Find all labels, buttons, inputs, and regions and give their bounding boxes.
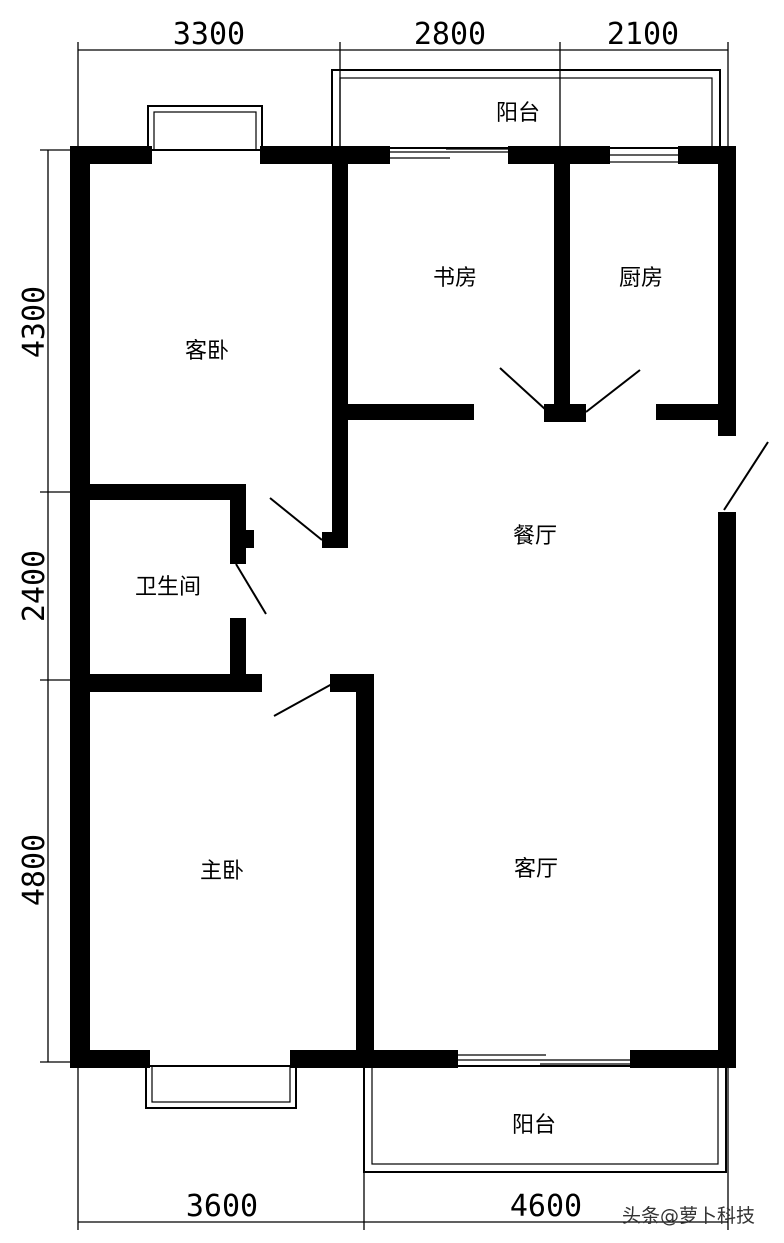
watermark: 头条@萝卜科技 bbox=[622, 1205, 756, 1227]
dim-bottom-1: 3600 bbox=[186, 1189, 258, 1224]
door-study bbox=[499, 367, 547, 411]
dim-top-1: 3300 bbox=[173, 17, 245, 52]
room-bathroom: 卫生间 bbox=[135, 575, 201, 600]
bay-window-bottom bbox=[145, 1065, 297, 1109]
room-labels: 阳台 书房 厨房 客卧 餐厅 卫生间 主卧 客厅 阳台 bbox=[135, 101, 663, 1138]
dim-top-2: 2800 bbox=[414, 17, 486, 52]
dim-left-2: 2400 bbox=[17, 550, 52, 622]
room-dining: 餐厅 bbox=[513, 524, 557, 549]
door-guest-bedroom bbox=[269, 497, 323, 541]
windows bbox=[390, 147, 681, 1065]
door-entrance bbox=[723, 441, 769, 511]
doors bbox=[235, 367, 769, 717]
balcony-bottom bbox=[363, 1065, 727, 1173]
dim-left-1: 4300 bbox=[17, 286, 52, 358]
room-balcony-bottom: 阳台 bbox=[512, 1113, 556, 1138]
room-master-bedroom: 主卧 bbox=[200, 859, 244, 884]
room-kitchen: 厨房 bbox=[619, 266, 663, 291]
room-living-room: 客厅 bbox=[514, 857, 558, 882]
dim-bottom-2: 4600 bbox=[510, 1189, 582, 1224]
room-guest-bedroom: 客卧 bbox=[185, 339, 229, 364]
room-study: 书房 bbox=[433, 266, 477, 291]
dimension-labels: 3300 2800 2100 4300 2400 4800 3600 4600 bbox=[17, 17, 679, 1224]
door-kitchen bbox=[585, 369, 641, 413]
room-balcony-top: 阳台 bbox=[496, 101, 540, 126]
dim-left-3: 4800 bbox=[17, 834, 52, 906]
door-bathroom bbox=[235, 563, 267, 615]
door-master-bedroom bbox=[273, 683, 333, 717]
dim-top-3: 2100 bbox=[607, 17, 679, 52]
walls bbox=[70, 146, 736, 1068]
bay-window-top bbox=[147, 105, 263, 151]
